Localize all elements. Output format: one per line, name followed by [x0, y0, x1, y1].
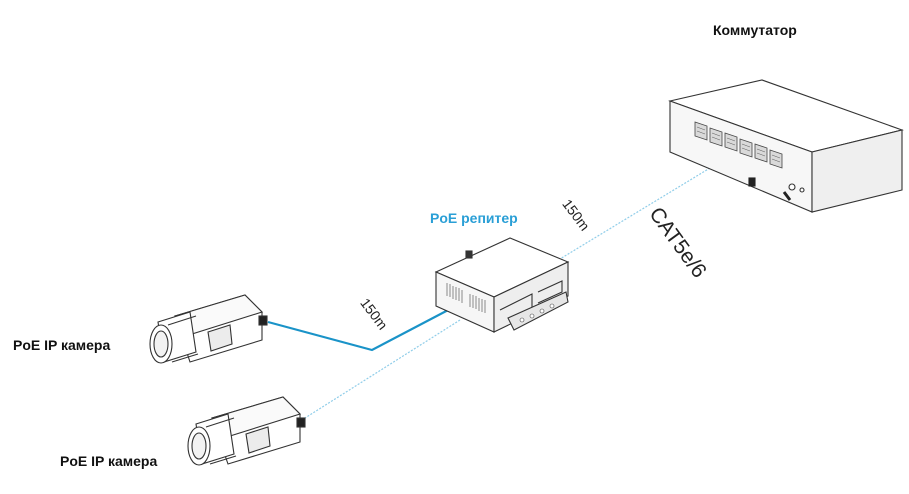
cable-repeater-to-camera-top [267, 307, 453, 352]
repeater-label: PoE репитер [430, 210, 518, 226]
cable-switch-to-repeater [554, 167, 711, 263]
switch-label: Коммутатор [713, 22, 797, 38]
ip-camera-icon-top [149, 294, 268, 364]
camera-bottom-label: PoE IP камера [60, 453, 158, 469]
camera-top-label: PoE IP камера [13, 337, 111, 353]
ip-camera-icon-bottom [187, 396, 306, 466]
network-switch-icon [668, 79, 904, 213]
poe-repeater-icon [434, 237, 570, 333]
cable-repeater-to-camera-bottom [304, 319, 461, 419]
